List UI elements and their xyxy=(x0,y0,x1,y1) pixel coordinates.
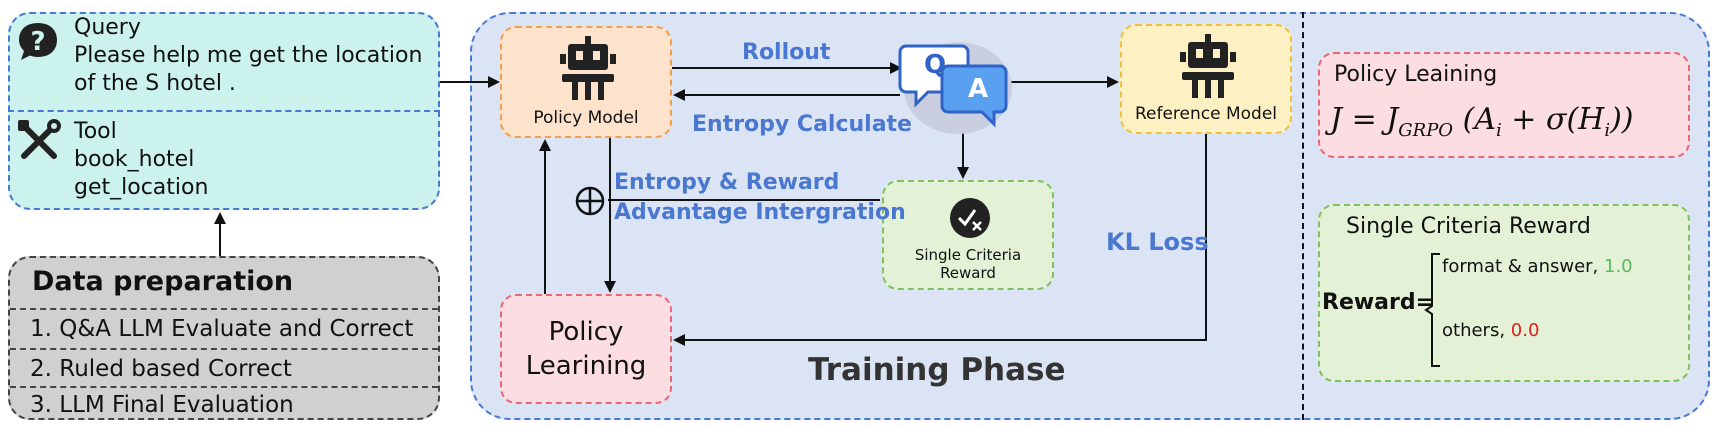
training-phase-title: Training Phase xyxy=(808,352,1066,388)
reward-case-2-value: 0.0 xyxy=(1510,320,1540,341)
robot-icon xyxy=(558,36,618,102)
kl-loss-label: KL Loss xyxy=(1106,228,1209,256)
svg-text:?: ? xyxy=(30,27,45,57)
data-prep-title: Data preparation xyxy=(32,266,294,297)
reference-model-label: Reference Model xyxy=(1134,104,1278,124)
single-criteria-reward-box: Single Criteria Reward Reward= format & … xyxy=(1318,204,1690,382)
tool-get-location: get_location xyxy=(74,175,209,200)
query-tool-divider xyxy=(8,110,440,112)
entropy-reward-label-line2: Advantage Intergration xyxy=(614,200,906,225)
data-preparation-panel: Data preparation 1. Q&A LLM Evaluate and… xyxy=(8,256,440,420)
tools-icon xyxy=(16,118,62,164)
qa-a-letter: A xyxy=(968,74,989,104)
rollout-label: Rollout xyxy=(742,40,831,65)
left-brace-icon xyxy=(1424,253,1440,367)
data-prep-step-1: 1. Q&A LLM Evaluate and Correct xyxy=(30,316,414,342)
reward-equals-label: Reward= xyxy=(1322,290,1435,315)
reward-case-1-value: 1.0 xyxy=(1604,256,1633,277)
policy-learning-title: Policy Leaining xyxy=(1334,62,1498,87)
reward-case-2-text: others, xyxy=(1442,320,1511,341)
reward-box-title: Single Criteria Reward xyxy=(1346,214,1591,239)
tool-book-hotel: book_hotel xyxy=(74,147,195,172)
robot-icon xyxy=(1178,34,1238,100)
query-text-line1: Please help me get the location xyxy=(74,43,423,68)
data-prep-step-2: 2. Ruled based Correct xyxy=(30,356,292,382)
data-prep-divider xyxy=(10,308,438,310)
reward-case-2: others, 0.0 xyxy=(1442,320,1539,341)
grpo-formula: J = JGRPO (Ai + σ(Hi)) xyxy=(1330,102,1634,141)
policy-model-label: Policy Model xyxy=(533,108,639,128)
check-cross-icon xyxy=(948,196,992,240)
entropy-reward-label-line1: Entropy & Reward xyxy=(614,170,840,195)
policy-learning-node: Policy Learining xyxy=(500,294,672,404)
reward-case-1: format & answer, 1.0 xyxy=(1442,256,1633,277)
tool-label: Tool xyxy=(74,119,117,144)
qa-q-letter: Q xyxy=(924,50,947,80)
reward-node-label-line1: Single Criteria xyxy=(914,246,1022,264)
data-prep-divider xyxy=(10,348,438,350)
policy-learning-line2: Learining xyxy=(525,351,647,381)
reference-model-node: Reference Model xyxy=(1120,24,1292,134)
data-prep-divider xyxy=(10,386,438,388)
entropy-calculate-label: Entropy Calculate xyxy=(692,112,912,137)
data-prep-step-3: 3. LLM Final Evaluation xyxy=(30,392,294,418)
reward-node-label-line2: Reward xyxy=(940,264,996,282)
panel-divider xyxy=(1302,12,1304,420)
query-text-line2: of the S hotel . xyxy=(74,71,236,96)
single-criteria-reward-node: Single Criteria Reward xyxy=(882,180,1054,290)
policy-learning-formula-box: Policy Leaining J = JGRPO (Ai + σ(Hi)) xyxy=(1318,52,1690,158)
policy-model-node: Policy Model xyxy=(500,26,672,138)
qa-chat-icon: Q A xyxy=(898,36,1018,136)
policy-learning-line1: Policy xyxy=(548,317,624,347)
reward-case-1-text: format & answer, xyxy=(1442,256,1604,277)
question-icon: ? xyxy=(16,20,60,64)
query-label: Query xyxy=(74,15,141,40)
